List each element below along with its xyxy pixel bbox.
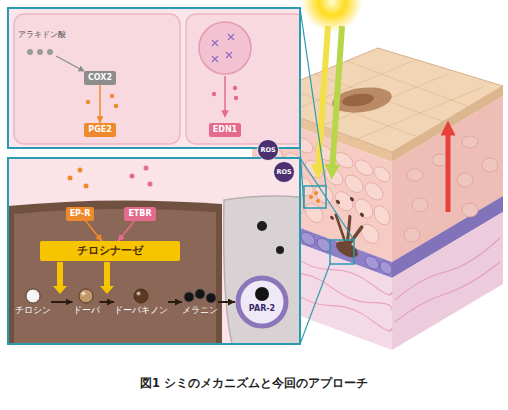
enzyme-box: COX2 xyxy=(84,71,116,85)
flow-arrow xyxy=(99,85,101,123)
molecule: チロシン xyxy=(15,288,51,315)
turnover-arrow xyxy=(446,128,451,212)
node-text: メラニン xyxy=(182,305,218,315)
molecule: ドーパキノン xyxy=(114,288,168,315)
node-text: チロシン xyxy=(15,305,51,315)
receptor-box: ETBR xyxy=(124,207,155,221)
molecule-ball xyxy=(78,288,94,304)
leader-line xyxy=(300,8,354,344)
callout-frame xyxy=(330,240,354,264)
receptor-ring xyxy=(235,275,289,329)
enzyme-bar: チロシナーゼ xyxy=(40,241,180,260)
flow-arrow xyxy=(100,301,115,303)
molecule: ドーパ xyxy=(73,288,100,315)
flow-arrow xyxy=(168,301,182,303)
node-text: COX2 xyxy=(88,73,112,83)
figure-caption: 図1 シミのメカニズムと今回のアプローチ xyxy=(0,376,508,391)
molecule-ball xyxy=(133,288,149,304)
node-text: EDN1 xyxy=(213,125,237,135)
flow-arrow xyxy=(118,221,135,242)
node-text: PGE2 xyxy=(88,125,111,135)
node-text: PAR-2 xyxy=(235,304,289,314)
receptor-circle: PAR-2 xyxy=(235,275,289,329)
molecule-ball xyxy=(25,288,41,304)
sun xyxy=(302,0,362,32)
melanocyte-inset xyxy=(8,158,300,344)
node-text: ROS xyxy=(260,147,275,154)
receptor-box: EP-R xyxy=(66,207,95,221)
node-text: チロシナーゼ xyxy=(50,244,170,257)
node-text: ドーパキノン xyxy=(114,305,168,315)
mediator-box: EDN1 xyxy=(209,123,241,137)
flow-arrow xyxy=(86,221,103,242)
node-text: ETBR xyxy=(128,209,151,219)
node-text: ROS xyxy=(276,169,291,176)
callout-frame xyxy=(304,186,326,208)
melanin-balls xyxy=(182,288,218,304)
uv-ray xyxy=(318,26,328,172)
uv-ray xyxy=(332,26,342,172)
node-text: ドーパ xyxy=(73,305,100,315)
mediator-box: PGE2 xyxy=(84,123,115,137)
flow-arrow xyxy=(51,301,73,303)
flow-arrow xyxy=(218,301,235,303)
substance-label: アラキドン酸 xyxy=(18,30,66,40)
ros-circle: ROS xyxy=(257,139,279,161)
node-text: EP-R xyxy=(70,209,91,219)
melanin-granules: メラニン xyxy=(182,288,218,315)
inset-frame xyxy=(8,158,300,344)
inset-frame xyxy=(8,8,300,148)
ros-circle: ROS xyxy=(273,161,295,183)
keratinocyte-inset xyxy=(8,8,300,148)
